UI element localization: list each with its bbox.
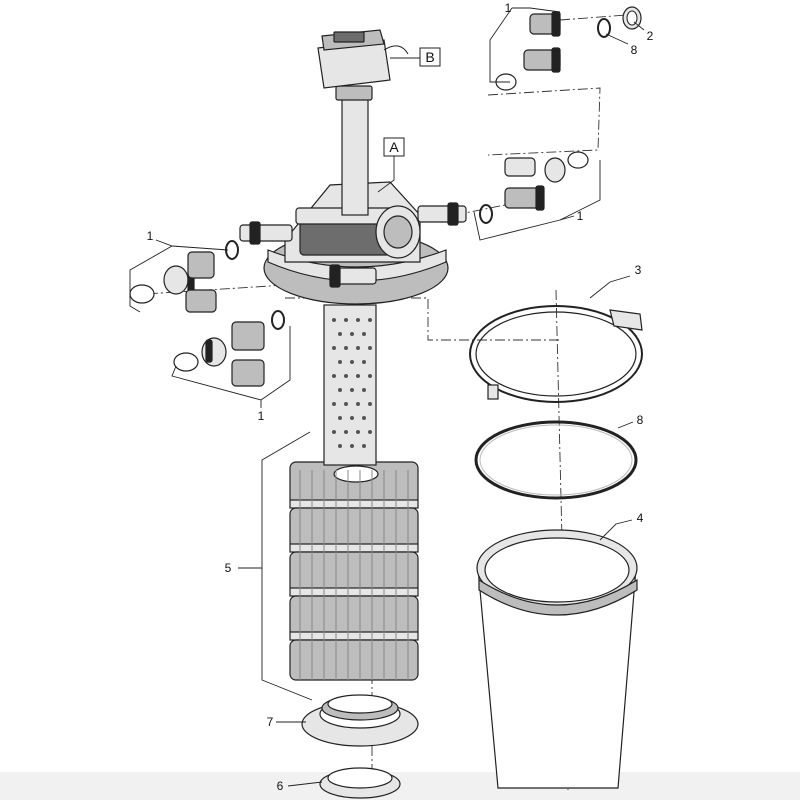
hose-connector-set-left-lower — [173, 310, 285, 387]
hose-connector-set-left-upper — [129, 240, 239, 313]
label-box-a: A — [383, 137, 405, 157]
callout-2: 2 — [647, 29, 654, 43]
hose-connector-set-top — [495, 6, 642, 91]
clip-ring — [319, 767, 401, 799]
filter-housing — [476, 529, 638, 789]
callout-1-right: 1 — [577, 209, 584, 223]
callout-3: 3 — [635, 263, 642, 277]
callout-4: 4 — [637, 511, 644, 525]
callout-8-mid: 8 — [637, 413, 644, 427]
uv-lamp-unit — [317, 29, 409, 216]
filter-sponge-stack — [289, 461, 419, 681]
callout-7: 7 — [267, 715, 274, 729]
callout-1-top: 1 — [505, 1, 512, 15]
callout-6: 6 — [277, 779, 284, 793]
callout-5: 5 — [225, 561, 232, 575]
clamp-ring — [469, 305, 643, 403]
perforated-inner-tube — [323, 304, 377, 466]
hose-connector-set-right — [479, 151, 589, 224]
callout-1-left: 1 — [147, 229, 154, 243]
label-box-b: B — [419, 47, 441, 67]
label-b: B — [425, 49, 434, 65]
leader-lines — [129, 7, 645, 787]
label-a: A — [389, 139, 399, 155]
callout-1-bottom-left: 1 — [258, 409, 265, 423]
callout-8-top: 8 — [631, 43, 638, 57]
o-ring-seal — [474, 420, 638, 500]
filter-lid — [239, 181, 467, 305]
base-ring — [301, 694, 419, 747]
